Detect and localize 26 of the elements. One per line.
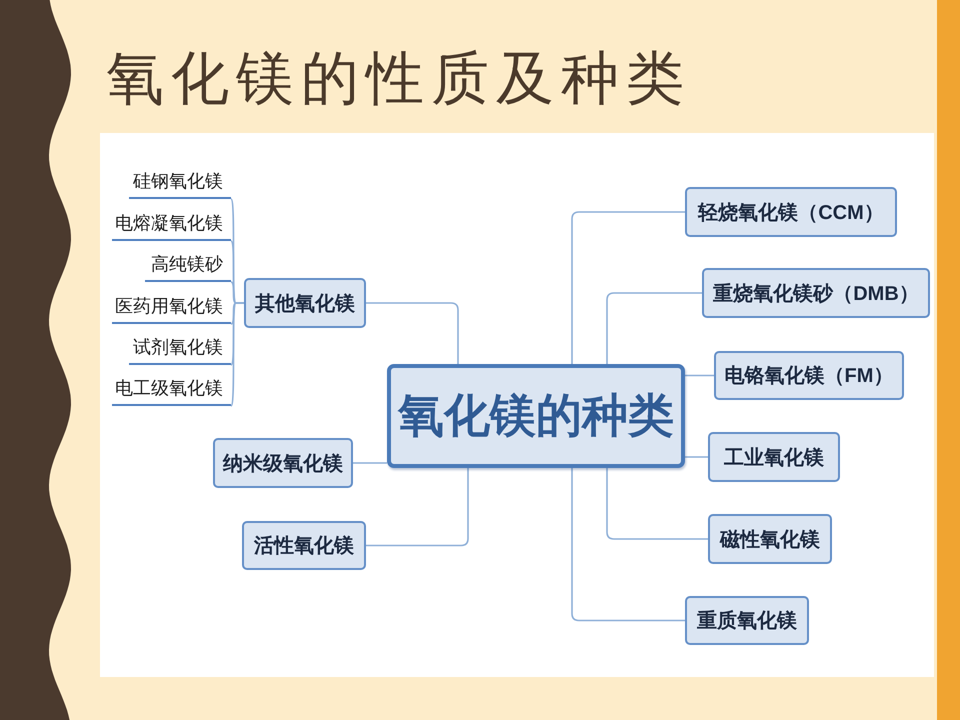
topic-box: 磁性氧化镁 — [708, 514, 832, 564]
topic-box: 轻烧氧化镁（CCM） — [685, 187, 897, 237]
subtopic-label: 硅钢氧化镁 — [129, 165, 231, 199]
topic-box: 电铬氧化镁（FM） — [714, 351, 904, 400]
topic-box: 活性氧化镁 — [242, 521, 366, 570]
subtopic-label: 医药用氧化镁 — [112, 290, 231, 324]
slide-title: 氧化镁的性质及种类 — [106, 45, 691, 113]
connector-line — [606, 292, 702, 364]
central-topic-box: 氧化镁的种类 — [387, 364, 685, 468]
connector-line — [685, 374, 714, 376]
connector-line — [571, 468, 685, 622]
connector-line — [366, 302, 459, 364]
connector-line — [685, 456, 708, 458]
topic-box: 重质氧化镁 — [685, 596, 809, 645]
connector-line — [571, 211, 685, 364]
connector-line — [606, 468, 708, 540]
subtopic-label: 电工级氧化镁 — [112, 372, 231, 406]
subtopic-label: 电熔凝氧化镁 — [112, 207, 231, 241]
connector-line — [366, 468, 469, 546]
topic-box: 纳米级氧化镁 — [213, 438, 353, 488]
topic-box: 其他氧化镁 — [244, 278, 366, 328]
subtopic-label: 试剂氧化镁 — [129, 331, 231, 365]
connector-line — [353, 462, 387, 464]
topic-box: 工业氧化镁 — [708, 432, 840, 482]
topic-box: 重烧氧化镁砂（DMB） — [702, 268, 930, 318]
subtopic-label: 高纯镁砂 — [145, 248, 231, 282]
